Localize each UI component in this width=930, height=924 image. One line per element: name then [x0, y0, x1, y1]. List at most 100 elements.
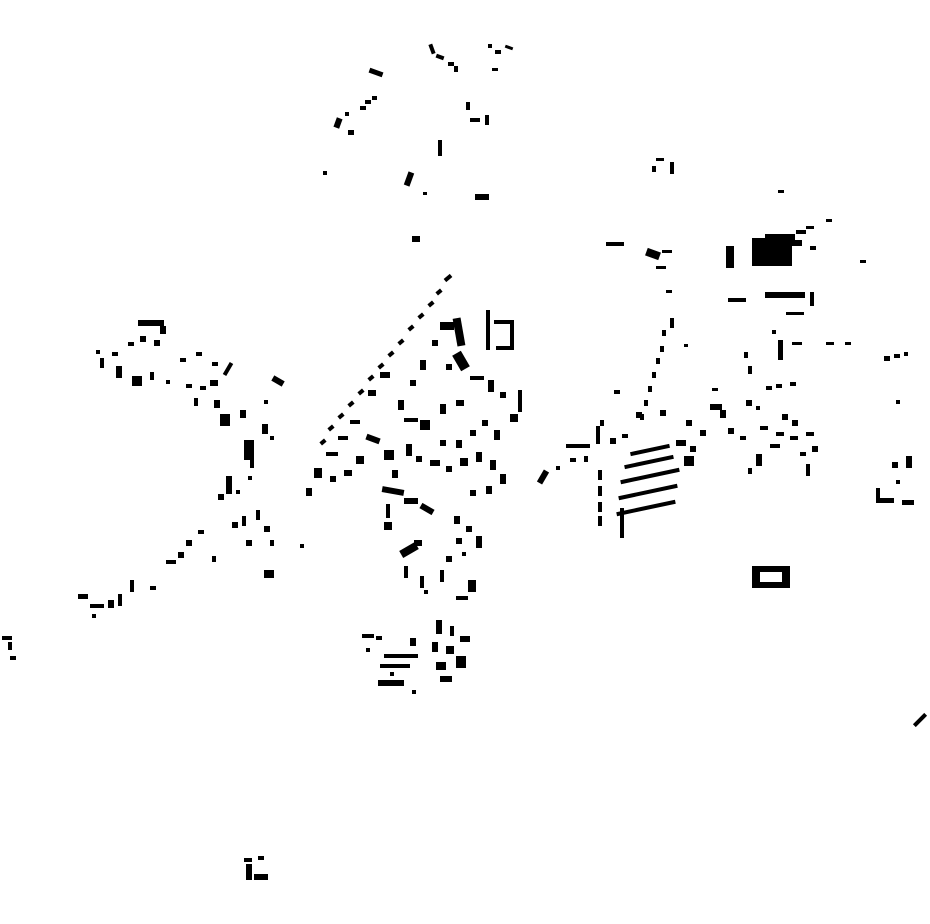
- building-footprint: [92, 614, 96, 618]
- building-footprint: [740, 436, 746, 440]
- building-footprint: [420, 420, 430, 430]
- building-footprint: [756, 454, 762, 466]
- building-footprint: [248, 476, 252, 480]
- building-footprint: [319, 438, 327, 446]
- building-footprint: [778, 190, 784, 193]
- building-footprint: [786, 312, 804, 315]
- building-footprint: [492, 68, 498, 71]
- building-footprint: [495, 50, 501, 54]
- building-footprint: [896, 480, 900, 484]
- building-footprint: [496, 346, 514, 350]
- building-footprint: [454, 516, 460, 524]
- building-footprint: [616, 499, 676, 517]
- building-footprint: [384, 450, 394, 460]
- building-footprint: [448, 62, 454, 66]
- building-footprint: [226, 476, 232, 494]
- building-footprint: [790, 436, 798, 440]
- building-footprint: [440, 676, 452, 682]
- building-footprint: [510, 414, 518, 422]
- building-footprint: [404, 418, 418, 422]
- building-footprint: [337, 412, 345, 420]
- building-footprint: [327, 424, 335, 432]
- building-footprint: [598, 502, 602, 512]
- building-footprint: [424, 590, 428, 594]
- building-footprint: [357, 388, 365, 396]
- building-footprint: [380, 372, 390, 378]
- building-footprint: [670, 318, 674, 328]
- building-footprint: [800, 452, 806, 456]
- building-footprint: [330, 476, 336, 482]
- building-footprint: [8, 642, 12, 650]
- building-footprint: [796, 230, 806, 234]
- building-footprint: [690, 446, 696, 452]
- building-footprint: [892, 462, 898, 468]
- building-footprint: [78, 594, 88, 599]
- building-footprint: [904, 352, 908, 356]
- building-footprint: [194, 398, 198, 406]
- buildings-layer: [2, 43, 928, 880]
- building-footprint: [326, 452, 338, 456]
- building-footprint: [108, 600, 114, 608]
- building-footprint: [420, 360, 426, 370]
- building-footprint: [214, 400, 220, 408]
- building-footprint: [772, 330, 776, 334]
- building-footprint: [756, 406, 760, 410]
- building-footprint: [620, 467, 680, 485]
- building-footprint: [160, 326, 166, 334]
- building-footprint: [648, 386, 652, 392]
- building-footprint: [790, 382, 796, 386]
- building-footprint: [476, 452, 482, 462]
- building-footprint: [407, 324, 415, 332]
- building-footprint: [410, 638, 416, 646]
- building-footprint: [306, 488, 312, 496]
- building-footprint: [470, 430, 476, 436]
- building-footprint: [412, 236, 420, 242]
- building-footprint: [906, 456, 912, 468]
- building-footprint: [782, 414, 788, 420]
- building-footprint: [620, 508, 624, 538]
- building-footprint: [212, 362, 218, 366]
- building-footprint: [112, 352, 118, 356]
- building-footprint: [130, 580, 134, 592]
- building-footprint: [624, 454, 674, 470]
- building-footprint: [368, 67, 384, 78]
- building-footprint: [456, 656, 466, 668]
- building-footprint: [662, 250, 672, 253]
- building-footprint: [397, 338, 405, 346]
- building-footprint: [782, 566, 790, 588]
- building-footprint: [494, 430, 500, 440]
- building-footprint: [684, 456, 694, 466]
- building-footprint: [356, 456, 364, 464]
- building-footprint: [166, 560, 176, 564]
- building-footprint: [760, 426, 768, 430]
- building-footprint: [419, 502, 435, 516]
- building-footprint: [644, 400, 648, 406]
- building-footprint: [116, 366, 122, 378]
- building-footprint: [446, 556, 452, 562]
- building-footprint: [180, 358, 186, 362]
- building-footprint: [652, 166, 656, 172]
- building-footprint: [748, 468, 752, 474]
- building-footprint: [810, 292, 814, 306]
- building-footprint: [362, 634, 374, 638]
- building-footprint: [240, 410, 246, 418]
- building-footprint: [150, 586, 156, 590]
- building-footprint: [404, 498, 418, 504]
- building-footprint: [386, 504, 390, 518]
- building-footprint: [488, 44, 492, 48]
- building-footprint: [384, 522, 392, 530]
- building-footprint: [254, 874, 268, 880]
- building-footprint: [270, 436, 274, 440]
- building-footprint: [482, 420, 488, 426]
- building-footprint: [876, 488, 880, 500]
- building-footprint: [410, 380, 416, 386]
- building-footprint: [250, 460, 254, 468]
- building-footprint: [435, 53, 445, 61]
- building-footprint: [792, 342, 802, 345]
- building-footprint: [462, 552, 466, 556]
- building-footprint: [618, 483, 678, 501]
- building-footprint: [468, 580, 476, 592]
- building-footprint: [812, 446, 818, 452]
- building-footprint: [440, 570, 444, 582]
- building-footprint: [406, 444, 412, 456]
